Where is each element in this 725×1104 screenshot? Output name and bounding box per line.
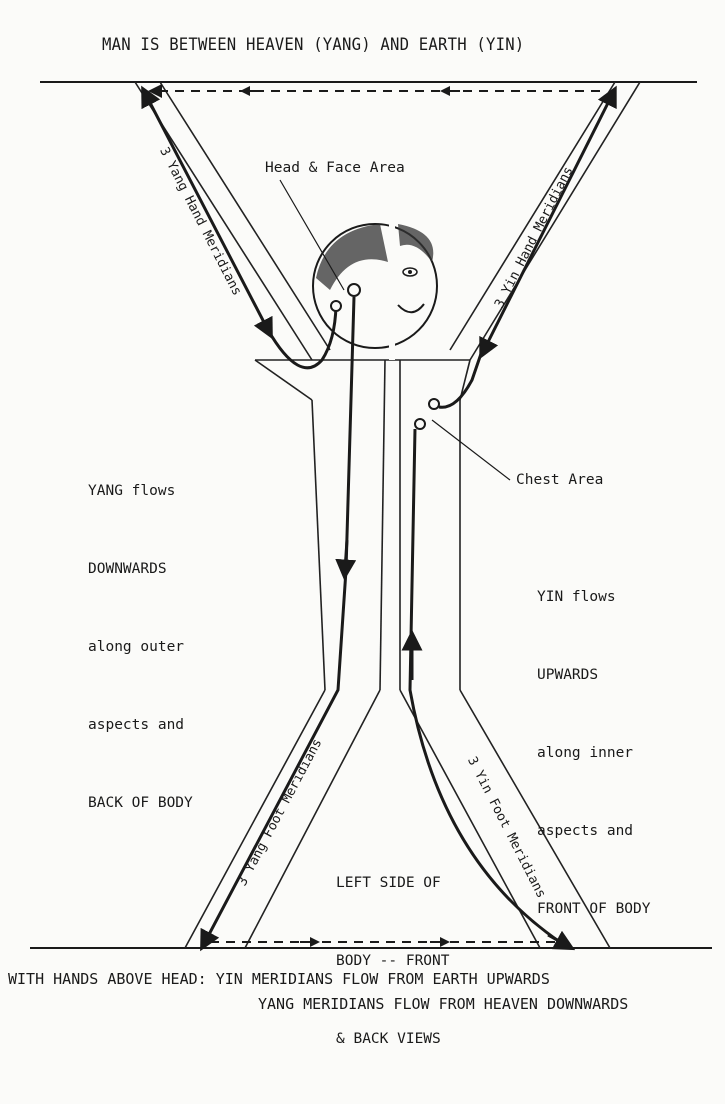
- yin-note-line: YIN flows: [537, 589, 616, 605]
- yin-note-line: along inner: [537, 745, 634, 761]
- head-face-label: Head & Face Area: [265, 160, 405, 176]
- yang-note-line: BACK OF BODY: [88, 795, 193, 811]
- chest-label: Chest Area: [516, 472, 604, 488]
- head-leader-line: [279, 179, 345, 291]
- yin-note-line: UPWARDS: [537, 667, 599, 683]
- yang-note-line: along outer: [88, 639, 185, 655]
- body-note-line: LEFT SIDE OF: [336, 875, 441, 891]
- diagram-title: MAN IS BETWEEN HEAVEN (YANG) AND EARTH (…: [102, 35, 525, 55]
- yang-foot-meridian: [200, 283, 361, 952]
- yin-hand-meridian: [428, 85, 617, 410]
- footer-line-2: YANG MERIDIANS FLOW FROM HEAVEN DOWNWARD…: [258, 995, 629, 1013]
- footer-line-1: WITH HANDS ABOVE HEAD: YIN MERIDIANS FLO…: [8, 970, 550, 988]
- diagram-page: MAN IS BETWEEN HEAVEN (YANG) AND EARTH (…: [8, 35, 712, 1047]
- yin-flow-note: YIN flows UPWARDS along inner aspects an…: [537, 532, 651, 974]
- yang-hand-meridian: [141, 85, 342, 370]
- yang-note-line: aspects and: [88, 717, 185, 733]
- yang-flow-note: YANG flows DOWNWARDS along outer aspects…: [88, 426, 193, 868]
- yin-note-line: FRONT OF BODY: [537, 901, 651, 917]
- yang-note-line: DOWNWARDS: [88, 561, 167, 577]
- yang-note-line: YANG flows: [88, 483, 176, 499]
- body-note-line: BODY -- FRONT: [336, 953, 450, 969]
- yin-foot-meridian: [401, 418, 576, 951]
- body-diagram: [30, 81, 712, 952]
- chest-leader-line: [431, 419, 511, 481]
- yin-note-line: aspects and: [537, 823, 634, 839]
- body-views-note: LEFT SIDE OF BODY -- FRONT & BACK VIEWS: [336, 818, 450, 1104]
